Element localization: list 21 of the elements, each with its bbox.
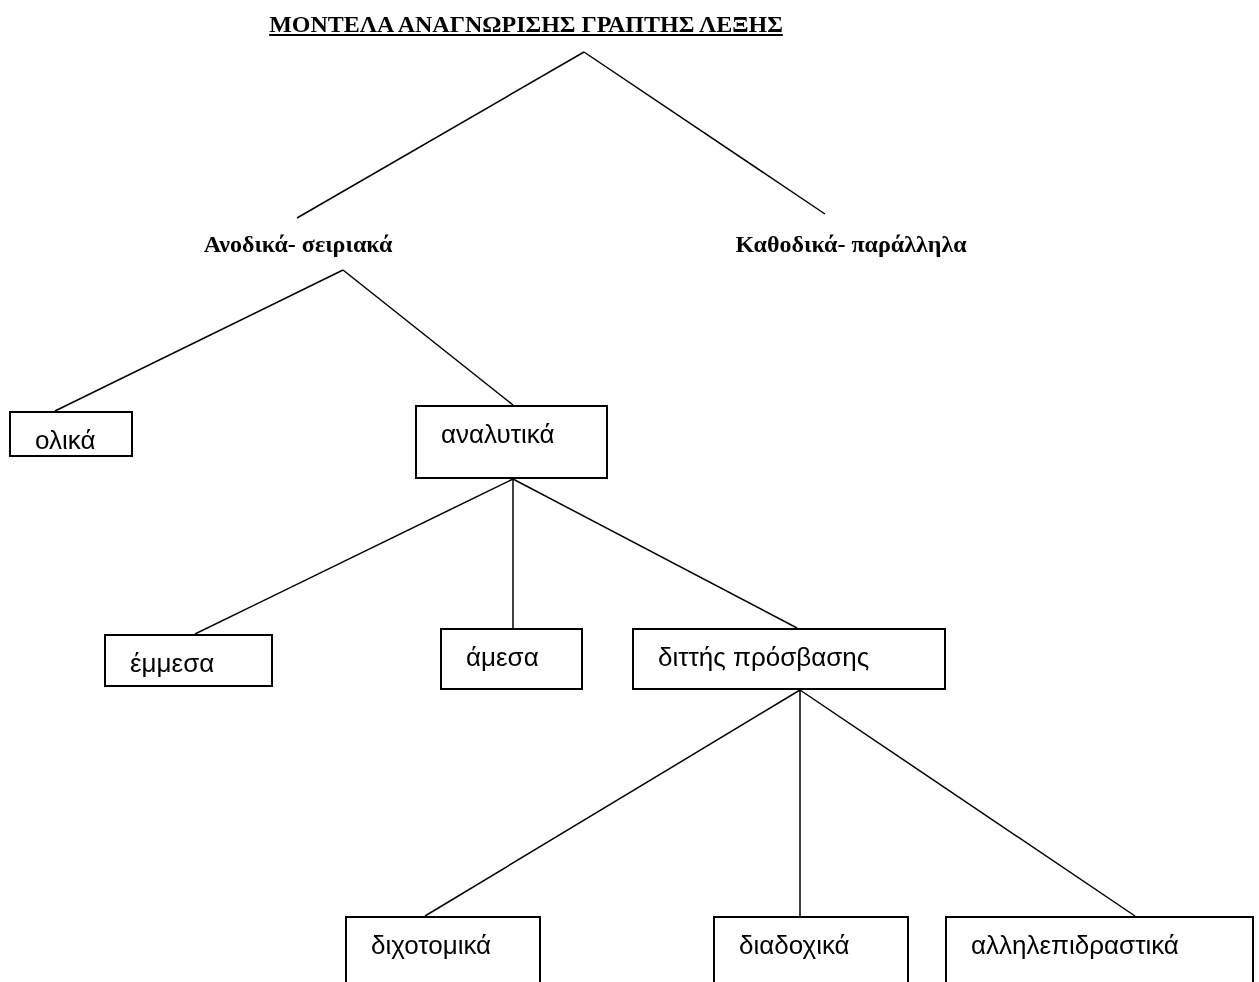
category-box: διαδοχικά [713,916,909,982]
connector-line [512,478,514,629]
connector-line [54,269,344,412]
connector-line [296,51,585,219]
connector-line [342,269,514,406]
category-label: Ανοδικά- σειριακά [165,218,431,270]
category-box: ολικά [9,411,133,457]
category-label: Καθοδικά- παράλληλα [690,214,1012,274]
heading-text: ΜΟΝΤΕΛΑ ΑΝΑΓΝΩΡΙΣΗΣ ΓΡΑΠΤΗΣ ΛΕΞΗΣ [168,6,884,52]
connector-line [194,478,514,635]
connector-line [799,689,801,917]
connector-line [512,478,798,629]
connector-line [424,689,801,917]
category-box: διχοτομικά [345,916,541,982]
connector-line [583,51,826,215]
category-box: άμεσα [440,628,583,690]
connector-line [799,689,1136,917]
category-box: αλληλεπιδραστικά [945,916,1254,982]
category-box: διττής πρόσβασης [632,628,946,690]
category-box: έμμεσα [104,634,273,687]
category-box: αναλυτικά [415,405,608,479]
